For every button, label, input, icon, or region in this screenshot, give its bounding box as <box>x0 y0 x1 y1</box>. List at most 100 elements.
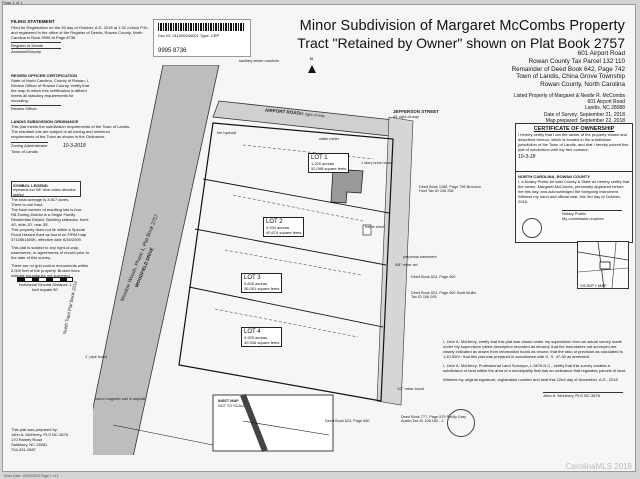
cert-paragraph-2: I, John A. McHenry, Professional Land Su… <box>443 363 626 373</box>
inset-map <box>212 394 334 452</box>
owner-line2: 601 Airport Road <box>587 99 625 106</box>
surveyor-block: This plat was prepared by: John A. McHen… <box>11 427 101 452</box>
filing-sign2: Assistant/Deputy <box>11 47 61 54</box>
lot-3-area-sqft: 36,051 square feets <box>244 286 280 291</box>
lot-2-area-sqft: 40,674 square feets <box>266 230 302 235</box>
building-setback <box>232 194 364 222</box>
map-date: Map prepared: September 22, 2018 <box>545 117 625 124</box>
symbol-legend: SYMBOL LEGEND represents iron 5/8" rebar… <box>11 181 81 197</box>
notary-text: I, a Notary Public for said County & Sta… <box>518 179 630 204</box>
lot-line-3-4 <box>188 286 384 328</box>
vicinity-title: VICINITY MAP <box>580 283 607 288</box>
recording-stamp: Doc ID: 011000040001 Type: CRP 9995 8736 <box>153 19 251 57</box>
surveyor-certification: I, John A. McHenry, certify that this pl… <box>443 339 627 437</box>
lot-4-area-acres: 0.925 acreas <box>244 335 268 340</box>
lot-4-name: LOT 4 <box>244 329 261 335</box>
cert-paragraph-1: I, John A. McHenry, certify that this pl… <box>443 339 623 359</box>
stamp-text: Doc ID: 011000040001 Type: CRP <box>158 33 220 38</box>
note-5: This property does not lie within a Spec… <box>11 227 87 242</box>
ownership-text: I hereby certify that I am the owner of … <box>518 132 629 152</box>
scale-bar: Horizontal Ground Distance 1 inch equals… <box>17 277 73 292</box>
water-meter-label: water meter <box>319 137 340 141</box>
surveyor-phone: 704-431-2887 <box>11 447 36 452</box>
lot-1-area-acres: 1.200 acreas <box>311 161 335 166</box>
notary-sign: Notary Public <box>562 210 622 216</box>
property-town: Town of Landis, China Grove Township <box>516 73 625 81</box>
plat-subtitle: Tract "Retained by Owner" shown on Plat … <box>297 35 625 51</box>
barcode <box>158 23 244 31</box>
north-arrow <box>308 65 316 73</box>
note-1: The total acreage is 3.617 acres. <box>11 197 70 202</box>
review-title: REVIEW OFFICER CERTIFICATION <box>11 73 78 78</box>
landis-title: LANDIS SUBDIVISION ORDINANCE <box>11 119 79 124</box>
owner-line1: Listed Property of Margaret & Nestle R. … <box>513 93 625 99</box>
notary-block: NORTH CAROLINA, ROWAN COUNTY I, a Notary… <box>515 171 633 243</box>
jefferson-street-label: JEFFERSON STREET <box>393 109 440 114</box>
scan-footer: Scan Date: 10/26/2018 Page 1 of 1 <box>4 474 59 478</box>
inset-map-title: INSET MAP <box>218 399 239 403</box>
rebar-found-label: 1/2" rebar found <box>397 387 425 391</box>
easement-label: perpetual easement <box>403 255 437 259</box>
filing-title: FILING STATEMENT <box>11 19 55 24</box>
pipe-label: 1" pipe found <box>85 355 108 359</box>
deed-label-2: Deed Book 624, Page 660 <box>411 275 456 279</box>
north-label: N <box>310 57 313 61</box>
inset-line <box>242 420 330 436</box>
page-count: Page 1 of 1 <box>2 0 23 5</box>
landis-town: Town of Landis <box>11 149 38 154</box>
rebar-label: 5/8" rebar set <box>395 263 418 267</box>
vicinity-map-graphic <box>578 242 628 288</box>
plat-notes: The total acreage is 3.617 acres. There … <box>11 197 93 278</box>
lot-1-label: LOT 1 1.200 acreas 52,098 square feets <box>308 153 350 173</box>
vicinity-map: VICINITY MAP <box>577 241 629 289</box>
property-boundary <box>178 122 394 402</box>
shed-label: frame shed <box>365 225 384 229</box>
landis-date: 10-3-2018 <box>62 143 86 149</box>
note-4: R8 Zoning District is a Single Family Re… <box>11 212 90 227</box>
cert-paragraph-3: Witness my original signature, registrat… <box>443 377 618 382</box>
review-sign: Review Officer <box>11 105 61 111</box>
magnetic-nail-label: found magnetic nail in asphalt <box>95 397 146 401</box>
building-setback <box>224 249 362 276</box>
survey-date: Date of Survey: September 21, 2018 <box>543 111 625 118</box>
shed <box>362 224 372 236</box>
note-6: This plat is subject to any right-of-way… <box>11 245 90 260</box>
house-footprint <box>330 168 364 204</box>
surveyor-name: John A. McHenry, PLS NC-3676 <box>11 432 69 437</box>
book-page-number: 9995 8736 <box>158 48 187 54</box>
property-parcel: Rowan County Tax Parcel 132 110 <box>528 57 625 65</box>
lot-2-name: LOT 2 <box>266 219 283 225</box>
property-info: 601 Airport Road Rowan County Tax Parcel… <box>473 50 625 89</box>
lot-2-area-acres: 0.934 acreas <box>266 225 290 230</box>
manhole-label: sanitary sewer manhole <box>239 59 280 63</box>
lot-line-1-2 <box>202 178 390 214</box>
jefferson-street <box>376 116 414 406</box>
plat-page: Doc ID: 011000040001 Type: CRP 9995 8736… <box>2 4 636 472</box>
legend-title: SYMBOL LEGEND <box>13 183 48 188</box>
owner-line3: Landis, NC 28088 <box>584 105 625 112</box>
filing-statement: FILING STATEMENT Filed for Registration … <box>11 19 151 54</box>
notary-expires: My commission expires <box>562 216 604 221</box>
lot-line-2-3 <box>194 228 387 266</box>
lot-3-name: LOT 3 <box>244 275 261 281</box>
cert-sign: John A. McHenry, PLS NC-3676 <box>543 392 623 398</box>
plat-title: Minor Subdivision of Margaret McCombs Pr… <box>299 18 625 34</box>
deed-label-1: Deed Book 1288, Page 796 Bronson Hunt Ta… <box>419 185 481 193</box>
woodfield-drive-road <box>93 65 220 455</box>
notary-title: NORTH CAROLINA, ROWAN COUNTY <box>518 174 590 179</box>
lot-3-area-acres: 0.828 acreas <box>244 281 268 286</box>
tie-line <box>112 424 214 446</box>
surveyor-seal <box>447 409 475 437</box>
landis-sign: Zoning Administrator <box>11 142 48 148</box>
building-setback <box>242 144 374 160</box>
mls-watermark: CarolinaMLS 2018 <box>565 462 632 471</box>
review-text: State of North Carolina, County of Rowan… <box>11 78 90 103</box>
legend-item: represents iron 5/8" rebar unless otherw… <box>13 188 76 197</box>
ownership-title: CERTIFICATE OF OWNERSHIP <box>533 126 615 132</box>
ownership-date: 10-3-18 <box>518 154 536 160</box>
ownership-certificate: CERTIFICATE OF OWNERSHIP I hereby certif… <box>515 123 633 173</box>
note-2: There is one tract. <box>11 202 44 207</box>
note-3: The total number of resulting lots is fo… <box>11 207 83 212</box>
lot-3-label: LOT 3 0.828 acreas 36,051 square feets <box>241 273 283 293</box>
